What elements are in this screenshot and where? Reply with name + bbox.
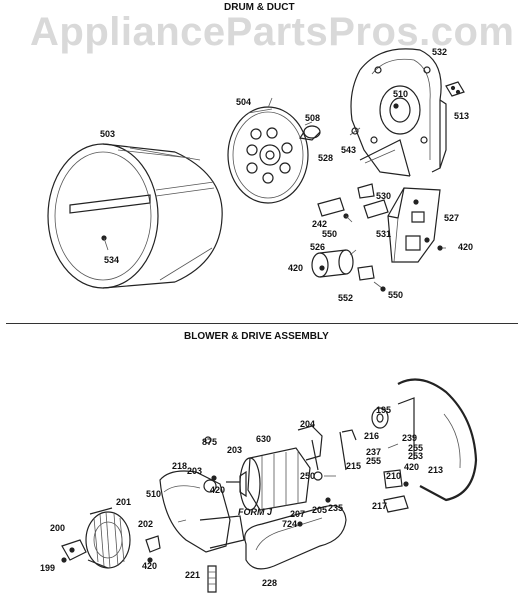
part-label-420-lower: 420 (142, 561, 158, 571)
drum-503 (47, 143, 223, 289)
thermistor-552 (357, 265, 386, 292)
part-label-253: 253 (408, 451, 424, 461)
part-label-210: 210 (386, 471, 402, 481)
part-label-724: 724 (282, 519, 298, 529)
part-label-532: 532 (432, 47, 448, 57)
part-label-420-housing: 420 (210, 485, 226, 495)
part-label-550-lower: 550 (388, 290, 404, 300)
part-label-237: 237 (366, 447, 382, 457)
part-label-202: 202 (138, 519, 154, 529)
part-label-199: 199 (40, 563, 56, 573)
part-label-203-upper: 203 (227, 445, 243, 455)
part-label-201: 201 (116, 497, 132, 507)
belt-228 (244, 505, 347, 570)
part-label-510: 510 (393, 89, 409, 99)
part-label-531: 531 (376, 229, 392, 239)
part-label-200: 200 (50, 523, 66, 533)
part-label-218: 218 (172, 461, 188, 471)
part-label-255-right: 255 (408, 443, 424, 453)
section-title-blower-drive: BLOWER & DRIVE ASSEMBLY (184, 331, 329, 342)
part-label-503: 503 (100, 129, 116, 139)
part-label-543: 543 (341, 145, 357, 155)
part-label-203-lower: 203 (187, 466, 203, 476)
part-label-534: 534 (104, 255, 120, 265)
spring-217 (383, 495, 409, 513)
part-label-228: 228 (262, 578, 278, 588)
switch-210 (383, 469, 409, 489)
part-label-205: 205 (312, 505, 328, 515)
part-label-239: 239 (402, 433, 418, 443)
part-label-215: 215 (346, 461, 362, 471)
drum-back-504 (227, 97, 309, 204)
part-label-630: 630 (256, 434, 272, 444)
part-label-207: 207 (290, 509, 306, 519)
idler-arm-216 (339, 397, 415, 471)
drum-hardware (317, 127, 389, 223)
part-label-204: 204 (300, 419, 316, 429)
part-label-255-left: 255 (366, 456, 382, 466)
roller-508 (298, 121, 321, 141)
part-label-235: 235 (328, 503, 344, 513)
part-label-420-capacitor: 420 (288, 263, 304, 273)
motor-630 (226, 447, 311, 511)
part-label-221: 221 (185, 570, 201, 580)
duct-527 (387, 187, 446, 263)
part-label-420-duct: 420 (458, 242, 474, 252)
part-label-217: 217 (372, 501, 388, 511)
part-label-510-lower: 510 (146, 489, 162, 499)
drum-belt-213 (397, 378, 478, 502)
part-label-250: 250 (300, 471, 316, 481)
blower-housing-218 (159, 470, 245, 553)
spring-200 (61, 539, 87, 561)
part-label-530: 530 (376, 191, 392, 201)
pulley-195 (371, 407, 389, 429)
form-j-label: FORM J (238, 507, 273, 517)
part-label-195: 195 (376, 405, 392, 415)
section-divider (6, 323, 518, 324)
section-title-drum-duct: DRUM & DUCT (224, 2, 295, 13)
part-label-527: 527 (444, 213, 460, 223)
watermark: AppliancePartsPros.com (30, 10, 515, 54)
part-label-420-switch: 420 (404, 462, 420, 472)
vent-221 (207, 565, 217, 593)
idler-bracket-204 (297, 425, 336, 481)
part-label-526: 526 (310, 242, 326, 252)
part-label-216: 216 (364, 431, 380, 441)
part-label-508: 508 (305, 113, 321, 123)
bulkhead-532 (350, 48, 447, 177)
part-label-504: 504 (236, 97, 252, 107)
part-label-528: 528 (318, 153, 334, 163)
part-label-552: 552 (338, 293, 354, 303)
small-hardware-lower (61, 436, 399, 563)
bracket-513 (445, 81, 465, 97)
part-label-550-upper: 550 (322, 229, 338, 239)
blower-wheel-201 (85, 507, 131, 569)
part-label-875: 875 (202, 437, 218, 447)
capacitor-526 (311, 249, 357, 278)
part-label-213: 213 (428, 465, 444, 475)
part-label-513: 513 (454, 111, 470, 121)
part-label-242: 242 (312, 219, 328, 229)
clip-202 (145, 535, 161, 553)
